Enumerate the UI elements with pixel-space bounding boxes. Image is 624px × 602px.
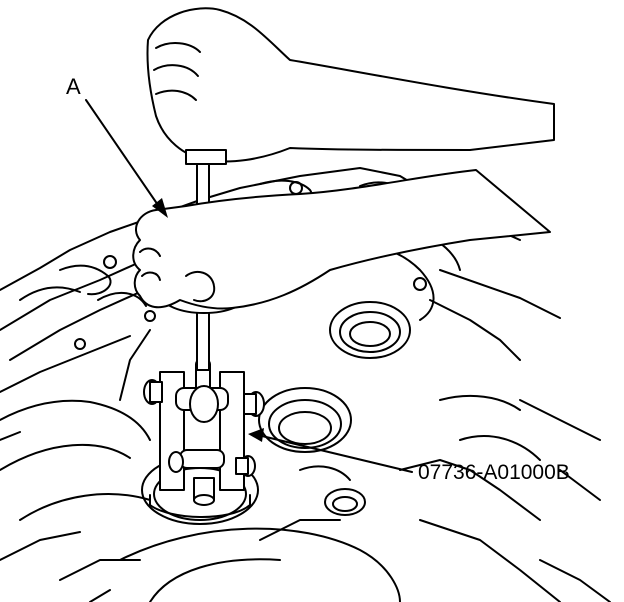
- hand-upper: [146, 7, 555, 165]
- callout-part-number: 07736-A01000B: [418, 461, 570, 484]
- transmission-housing: [0, 167, 611, 602]
- housing-bores: [141, 301, 411, 525]
- leader-lines: [85, 99, 413, 473]
- puller-tool: [143, 359, 265, 506]
- callout-label-a: A: [66, 74, 81, 99]
- hand-lower: [132, 169, 551, 310]
